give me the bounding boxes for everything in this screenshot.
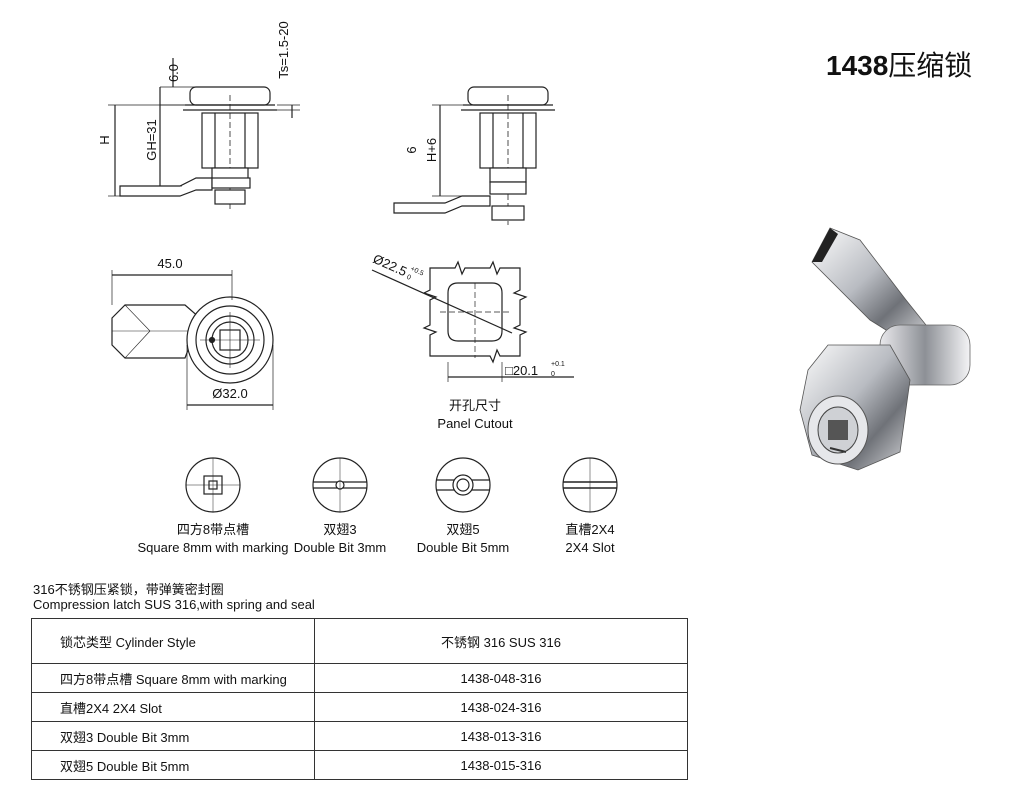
technical-drawing: 6.0 Ts=1.5-20 H GH=31 6 H+6 45.0 Ø32.0 Ø… [97, 21, 971, 513]
dim-20-1: □20.1 [505, 363, 538, 378]
row-style: 直槽2X4 2X4 Slot [31, 692, 315, 722]
bit-caption-cn: 双翅3 [323, 522, 357, 537]
bit-caption-en: Double Bit 3mm [293, 540, 387, 555]
row-style: 双翅3 Double Bit 3mm [31, 721, 315, 751]
dim-20-1-tol-top: +0.1 [551, 361, 565, 368]
table-header-row: 锁芯类型 Cylinder Style 不锈钢 316 SUS 316 [31, 618, 688, 664]
bit-caption-cn: 直槽2X4 [565, 522, 615, 537]
dim-20-1-tol-bot: 0 [551, 371, 555, 378]
bit-caption-en: 2X4 Slot [565, 540, 615, 555]
side-view-left [108, 58, 300, 210]
row-code: 1438-013-316 [314, 721, 688, 751]
row-code: 1438-048-316 [314, 663, 688, 693]
dim-6-second: 6 [404, 146, 419, 153]
table-row: 直槽2X4 2X4 Slot 1438-024-316 [31, 692, 688, 722]
dim-h6: H+6 [424, 138, 439, 162]
dim-32: Ø32.0 [212, 386, 247, 401]
header-material: 不锈钢 316 SUS 316 [314, 618, 688, 664]
bit-caption: 双翅3 Double Bit 3mm [285, 521, 395, 557]
row-style: 四方8带点槽 Square 8mm with marking [31, 663, 315, 693]
bit-caption-en: Double Bit 5mm [416, 540, 510, 555]
panel-cutout [371, 260, 574, 382]
bit-caption-cn: 四方8带点槽 [176, 522, 250, 537]
cutout-caption: 开孔尺寸 Panel Cutout [415, 397, 535, 433]
dim-6: 6.0 [166, 64, 181, 82]
bit-caption: 四方8带点槽 Square 8mm with marking [133, 521, 293, 557]
side-view-right [393, 86, 555, 225]
row-code: 1438-015-316 [314, 750, 688, 780]
table-row: 双翅3 Double Bit 3mm 1438-013-316 [31, 721, 688, 751]
dim-22-5: Ø22.5 [371, 251, 409, 279]
table-row: 四方8带点槽 Square 8mm with marking 1438-048-… [31, 663, 688, 693]
bit-caption-cn: 双翅5 [446, 522, 480, 537]
bit-icons [185, 457, 618, 513]
cutout-label-cn: 开孔尺寸 [448, 398, 501, 413]
row-code: 1438-024-316 [314, 692, 688, 722]
product-photo [799, 227, 971, 471]
spec-table: 锁芯类型 Cylinder Style 不锈钢 316 SUS 316 四方8带… [31, 618, 688, 780]
cutout-label-en: Panel Cutout [437, 416, 513, 431]
bit-caption: 双翅5 Double Bit 5mm [408, 521, 518, 557]
description-cn: 316不锈钢压紧锁，带弹簧密封圈 [33, 582, 224, 597]
product-name: 压缩锁 [888, 50, 973, 81]
description-en: Compression latch SUS 316,with spring an… [33, 597, 315, 612]
bit-caption: 直槽2X4 2X4 Slot [540, 521, 640, 557]
dim-45: 45.0 [157, 256, 182, 271]
dim-ts: Ts=1.5-20 [276, 21, 291, 78]
row-style: 双翅5 Double Bit 5mm [31, 750, 315, 780]
top-view [111, 270, 274, 410]
header-cylinder-style: 锁芯类型 Cylinder Style [31, 618, 315, 664]
dim-gh: GH=31 [144, 119, 159, 161]
dim-22-5-tol-bot: 0 [405, 274, 412, 282]
table-row: 双翅5 Double Bit 5mm 1438-015-316 [31, 750, 688, 780]
bit-caption-en: Square 8mm with marking [137, 540, 289, 555]
product-title: 1438压缩锁 [826, 44, 972, 84]
dim-h: H [97, 135, 112, 144]
model-number: 1438 [826, 50, 889, 81]
